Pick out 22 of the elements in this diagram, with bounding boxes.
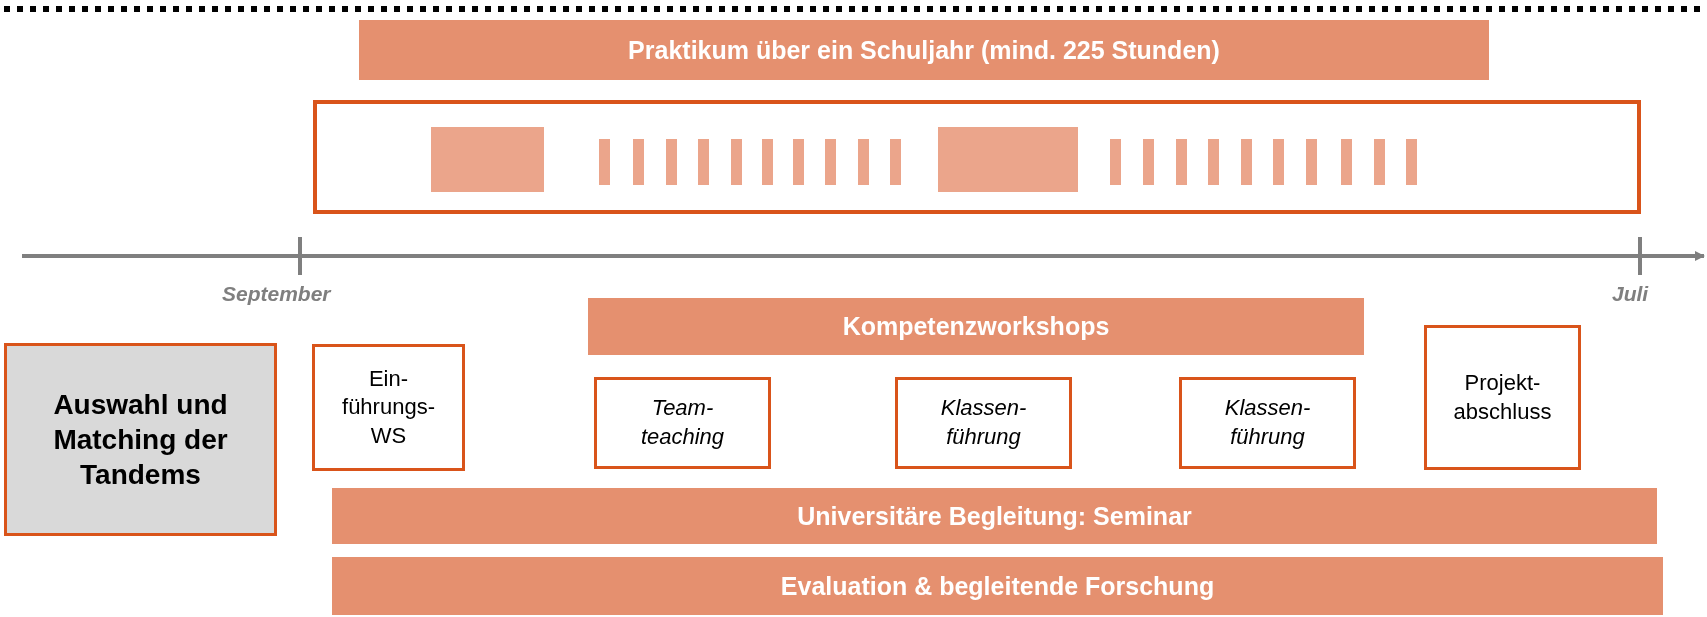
node-text: Kompetenzworkshops (842, 312, 1110, 341)
node-text: Klassen- führung (1223, 394, 1312, 451)
schedule-bar (359, 20, 1489, 80)
node-text: Praktikum über ein Schuljahr (mind. 225 Stunden) (628, 35, 1220, 65)
node-text: Universitäre Begleitung: Seminar (797, 501, 1192, 531)
month-label: September (222, 282, 331, 306)
selection-box (4, 343, 277, 536)
seminar-bar (332, 488, 1657, 544)
workshop-box (594, 377, 771, 469)
node-text: Evaluation & begleitende Forschung (780, 571, 1215, 601)
node-text: Auswahl und Matching der Tandems (52, 388, 229, 492)
node-text: Ein- führungs- WS (341, 364, 436, 450)
node-text: Team- teaching (639, 394, 726, 451)
node-text: Klassen- führung (939, 394, 1028, 451)
project-box (1424, 325, 1581, 470)
workshop-box (312, 344, 465, 471)
workshop-bar (588, 298, 1364, 355)
node-text: Projekt- abschluss (1452, 368, 1553, 426)
workshop-box (1179, 377, 1356, 469)
research-bar (332, 557, 1663, 615)
workshop-box (895, 377, 1072, 469)
month-label: Juli (1612, 282, 1649, 306)
